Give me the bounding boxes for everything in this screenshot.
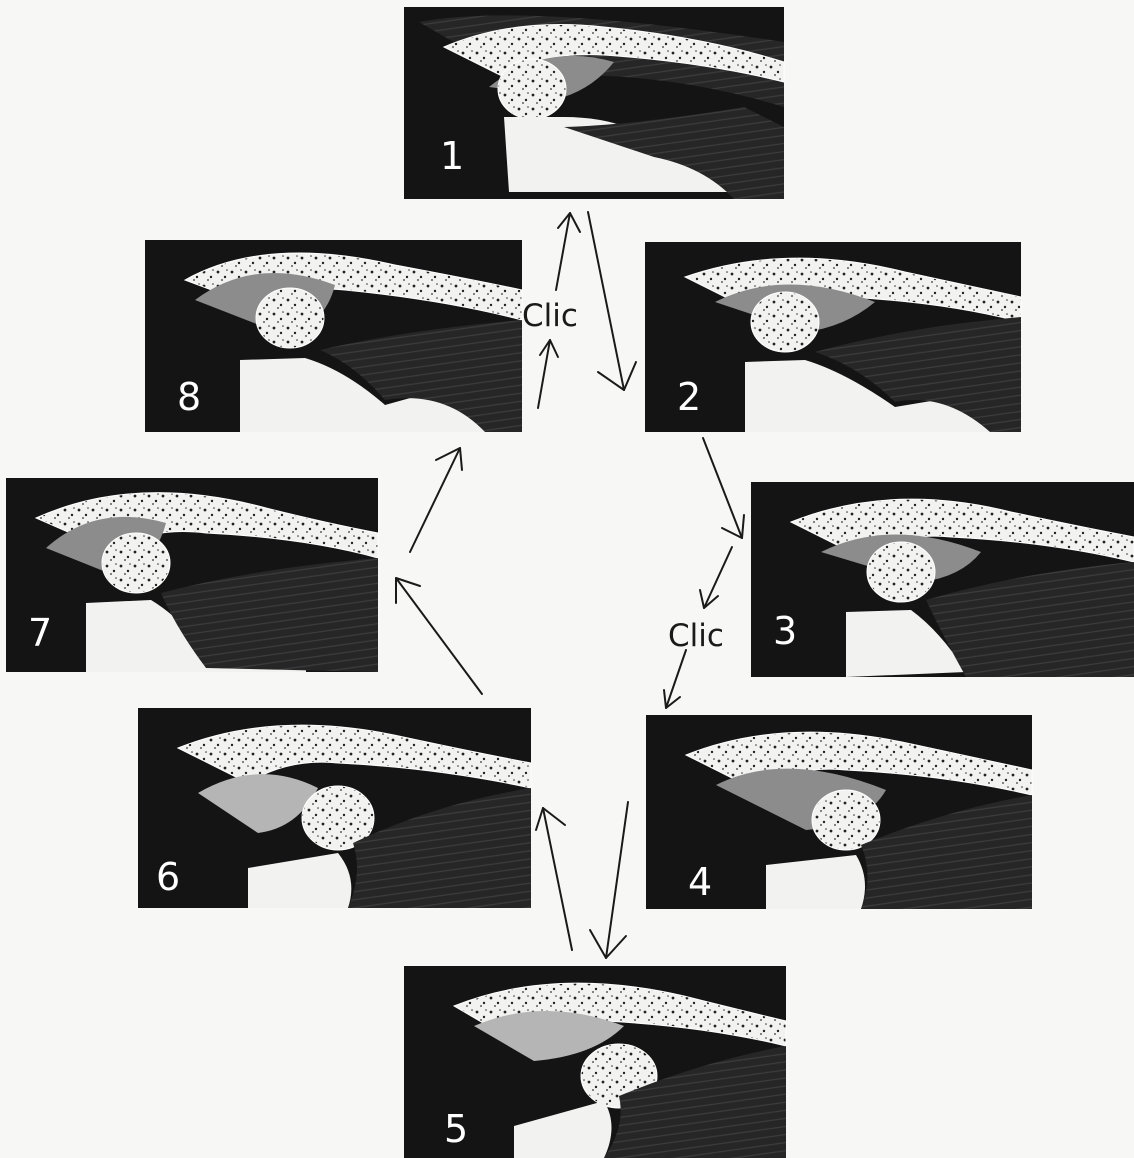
panel-2-number: 2 (677, 375, 701, 419)
arrow-6-to-7 (396, 578, 482, 694)
arrow-7-to-8 (410, 448, 462, 552)
panel-1-number: 1 (440, 134, 464, 178)
panel-6-number: 6 (156, 855, 180, 899)
panel-4-number: 4 (688, 860, 712, 904)
click-label-top: Clic (522, 298, 578, 334)
arrow-8-to-clic (538, 340, 558, 408)
panel-7-number: 7 (28, 611, 52, 655)
arrow-1-to-2 (588, 212, 636, 390)
arrow-4-to-5 (590, 802, 628, 958)
panel-8: 8 (145, 240, 522, 432)
arrow-2-to-3 (703, 438, 744, 538)
panel-5: 5 (404, 966, 786, 1158)
panel-3: 3 (751, 482, 1134, 677)
click-label-right: Clic (668, 618, 724, 654)
arrow-3-to-clic (700, 547, 732, 608)
panel-5-number: 5 (444, 1107, 468, 1151)
panel-1: 1 (404, 7, 784, 199)
panel-3-number: 3 (773, 609, 797, 653)
panel-7: 7 (6, 478, 378, 672)
arrow-5-to-6 (536, 808, 572, 950)
panel-2: 2 (645, 242, 1021, 432)
panel-6: 6 (138, 708, 531, 908)
panel-8-number: 8 (177, 375, 201, 419)
panel-4: 4 (646, 715, 1032, 909)
arrow-clic-to-4 (664, 650, 686, 708)
arrow-clic-to-1 (556, 213, 580, 290)
